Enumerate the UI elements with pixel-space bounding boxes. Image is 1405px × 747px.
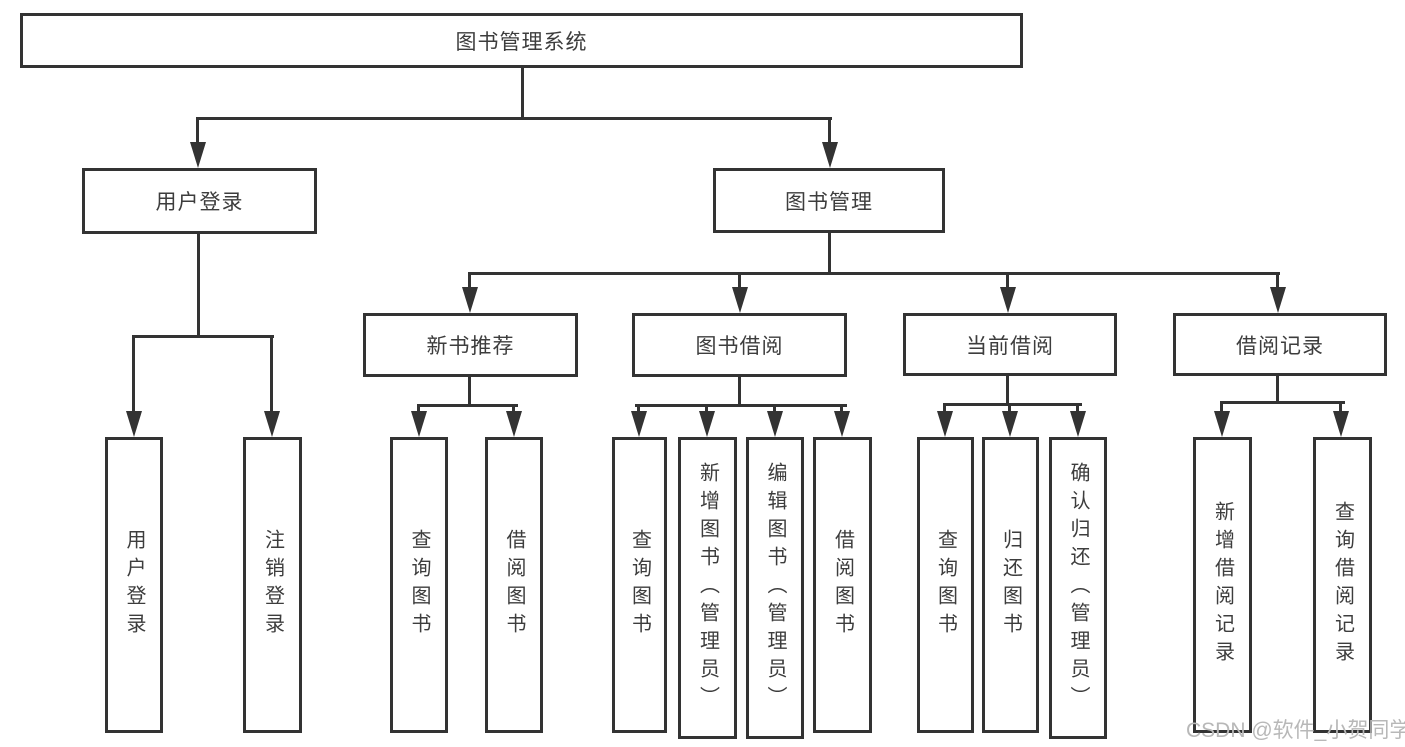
connector-drop-book-management <box>828 117 831 144</box>
connector-user-login-split <box>132 335 274 338</box>
connector-drop-br-query <box>1339 401 1342 413</box>
leaf-user-login-label: 用户登录 <box>123 529 145 641</box>
leaf-br-query-record: 查询借阅记录 <box>1313 437 1372 733</box>
leaf-nbr-query-books: 查询图书 <box>390 437 448 733</box>
leaf-bb-borrow-books: 借阅图书 <box>813 437 872 733</box>
node-user-login-label: 用户登录 <box>155 191 244 214</box>
connector-drop-br-add <box>1220 401 1223 413</box>
leaf-br-add-record: 新增借阅记录 <box>1193 437 1252 733</box>
arrow-down-icon <box>631 411 647 437</box>
node-borrow-records: 借阅记录 <box>1173 313 1387 376</box>
node-borrow-records-label: 借阅记录 <box>1236 334 1324 358</box>
node-new-book-recommend: 新书推荐 <box>363 313 578 377</box>
arrow-down-icon <box>699 411 715 437</box>
connector-drop-cb-query <box>943 403 946 413</box>
connector-book-management-stem <box>828 233 831 274</box>
connector-drop-bb-query <box>637 404 640 413</box>
arrow-down-icon <box>264 411 280 437</box>
connector-user-login-stem <box>197 234 200 337</box>
connector-br-split <box>1220 401 1345 404</box>
leaf-bb-add-books-admin-label: 新增图书（管理员） <box>696 462 719 714</box>
node-root-label: 图书管理系统 <box>455 30 588 54</box>
csdn-watermark: CSDN @软件_小贺同学 <box>1186 719 1405 742</box>
leaf-br-add-record-label: 新增借阅记录 <box>1211 501 1234 669</box>
node-current-borrow: 当前借阅 <box>903 313 1117 376</box>
leaf-bb-query-books-label: 查询图书 <box>628 529 651 641</box>
leaf-nbr-query-books-label: 查询图书 <box>408 529 430 641</box>
node-new-book-recommend-label: 新书推荐 <box>426 335 515 358</box>
connector-drop-nbr-borrow <box>512 404 515 413</box>
leaf-user-login: 用户登录 <box>105 437 163 733</box>
connector-nbr-stem <box>468 377 471 407</box>
arrow-down-icon <box>462 287 478 313</box>
connector-cb-split <box>943 403 1082 406</box>
connector-drop-bb-add <box>705 404 708 413</box>
connector-drop-leaf-logout <box>270 335 273 413</box>
arrow-down-icon <box>506 411 522 437</box>
leaf-br-query-record-label: 查询借阅记录 <box>1331 501 1354 669</box>
arrow-down-icon <box>1214 411 1230 437</box>
connector-book-management-split <box>468 272 1280 275</box>
connector-root-stem <box>521 68 524 118</box>
arrow-down-icon <box>1070 411 1086 437</box>
node-book-management: 图书管理 <box>713 168 945 233</box>
connector-bb-stem <box>738 377 741 407</box>
connector-bb-split <box>635 404 847 407</box>
connector-br-stem <box>1276 376 1279 404</box>
arrow-down-icon <box>767 411 783 437</box>
node-user-login: 用户登录 <box>82 168 317 234</box>
connector-drop-nbr-query <box>417 404 420 413</box>
connector-drop-new-book-recommend <box>468 272 471 289</box>
node-current-borrow-label: 当前借阅 <box>966 334 1054 358</box>
arrow-down-icon <box>834 411 850 437</box>
arrow-down-icon <box>411 411 427 437</box>
leaf-cb-query-books: 查询图书 <box>917 437 974 733</box>
leaf-logout: 注销登录 <box>243 437 302 733</box>
connector-drop-bb-edit <box>773 404 776 413</box>
node-book-borrow: 图书借阅 <box>632 313 847 377</box>
connector-drop-bb-borrow <box>840 404 843 413</box>
connector-drop-cb-confirm <box>1076 403 1079 413</box>
arrow-down-icon <box>732 287 748 313</box>
leaf-logout-label: 注销登录 <box>261 529 284 641</box>
node-root: 图书管理系统 <box>20 13 1023 68</box>
arrow-down-icon <box>126 411 142 437</box>
connector-cb-stem <box>1006 376 1009 406</box>
leaf-cb-confirm-return-admin: 确认归还（管理员） <box>1049 437 1107 739</box>
leaf-cb-return-books: 归还图书 <box>982 437 1039 733</box>
leaf-cb-query-books-label: 查询图书 <box>934 529 957 641</box>
arrow-down-icon <box>822 142 838 168</box>
connector-drop-cb-return <box>1008 403 1011 413</box>
node-book-management-label: 图书管理 <box>785 190 873 214</box>
arrow-down-icon <box>190 142 206 168</box>
arrow-down-icon <box>1002 411 1018 437</box>
arrow-down-icon <box>937 411 953 437</box>
connector-drop-borrow-records <box>1276 272 1279 289</box>
node-book-borrow-label: 图书借阅 <box>695 335 784 358</box>
connector-nbr-split <box>417 404 518 407</box>
leaf-cb-return-books-label: 归还图书 <box>999 529 1022 641</box>
arrow-down-icon <box>1270 287 1286 313</box>
arrow-down-icon <box>1000 287 1016 313</box>
connector-drop-leaf-user-login <box>132 335 135 413</box>
connector-drop-user-login <box>196 117 199 144</box>
leaf-bb-edit-books-admin-label: 编辑图书（管理员） <box>764 462 786 714</box>
leaf-cb-confirm-return-admin-label: 确认归还（管理员） <box>1067 462 1089 714</box>
leaf-nbr-borrow-books-label: 借阅图书 <box>503 529 525 641</box>
leaf-bb-query-books: 查询图书 <box>612 437 667 733</box>
leaf-bb-edit-books-admin: 编辑图书（管理员） <box>746 437 804 739</box>
leaf-nbr-borrow-books: 借阅图书 <box>485 437 543 733</box>
leaf-bb-borrow-books-label: 借阅图书 <box>831 529 854 641</box>
arrow-down-icon <box>1333 411 1349 437</box>
connector-drop-current-borrow <box>1006 272 1009 289</box>
connector-root-split <box>196 117 832 120</box>
leaf-bb-add-books-admin: 新增图书（管理员） <box>678 437 737 739</box>
connector-drop-book-borrow <box>738 272 741 289</box>
